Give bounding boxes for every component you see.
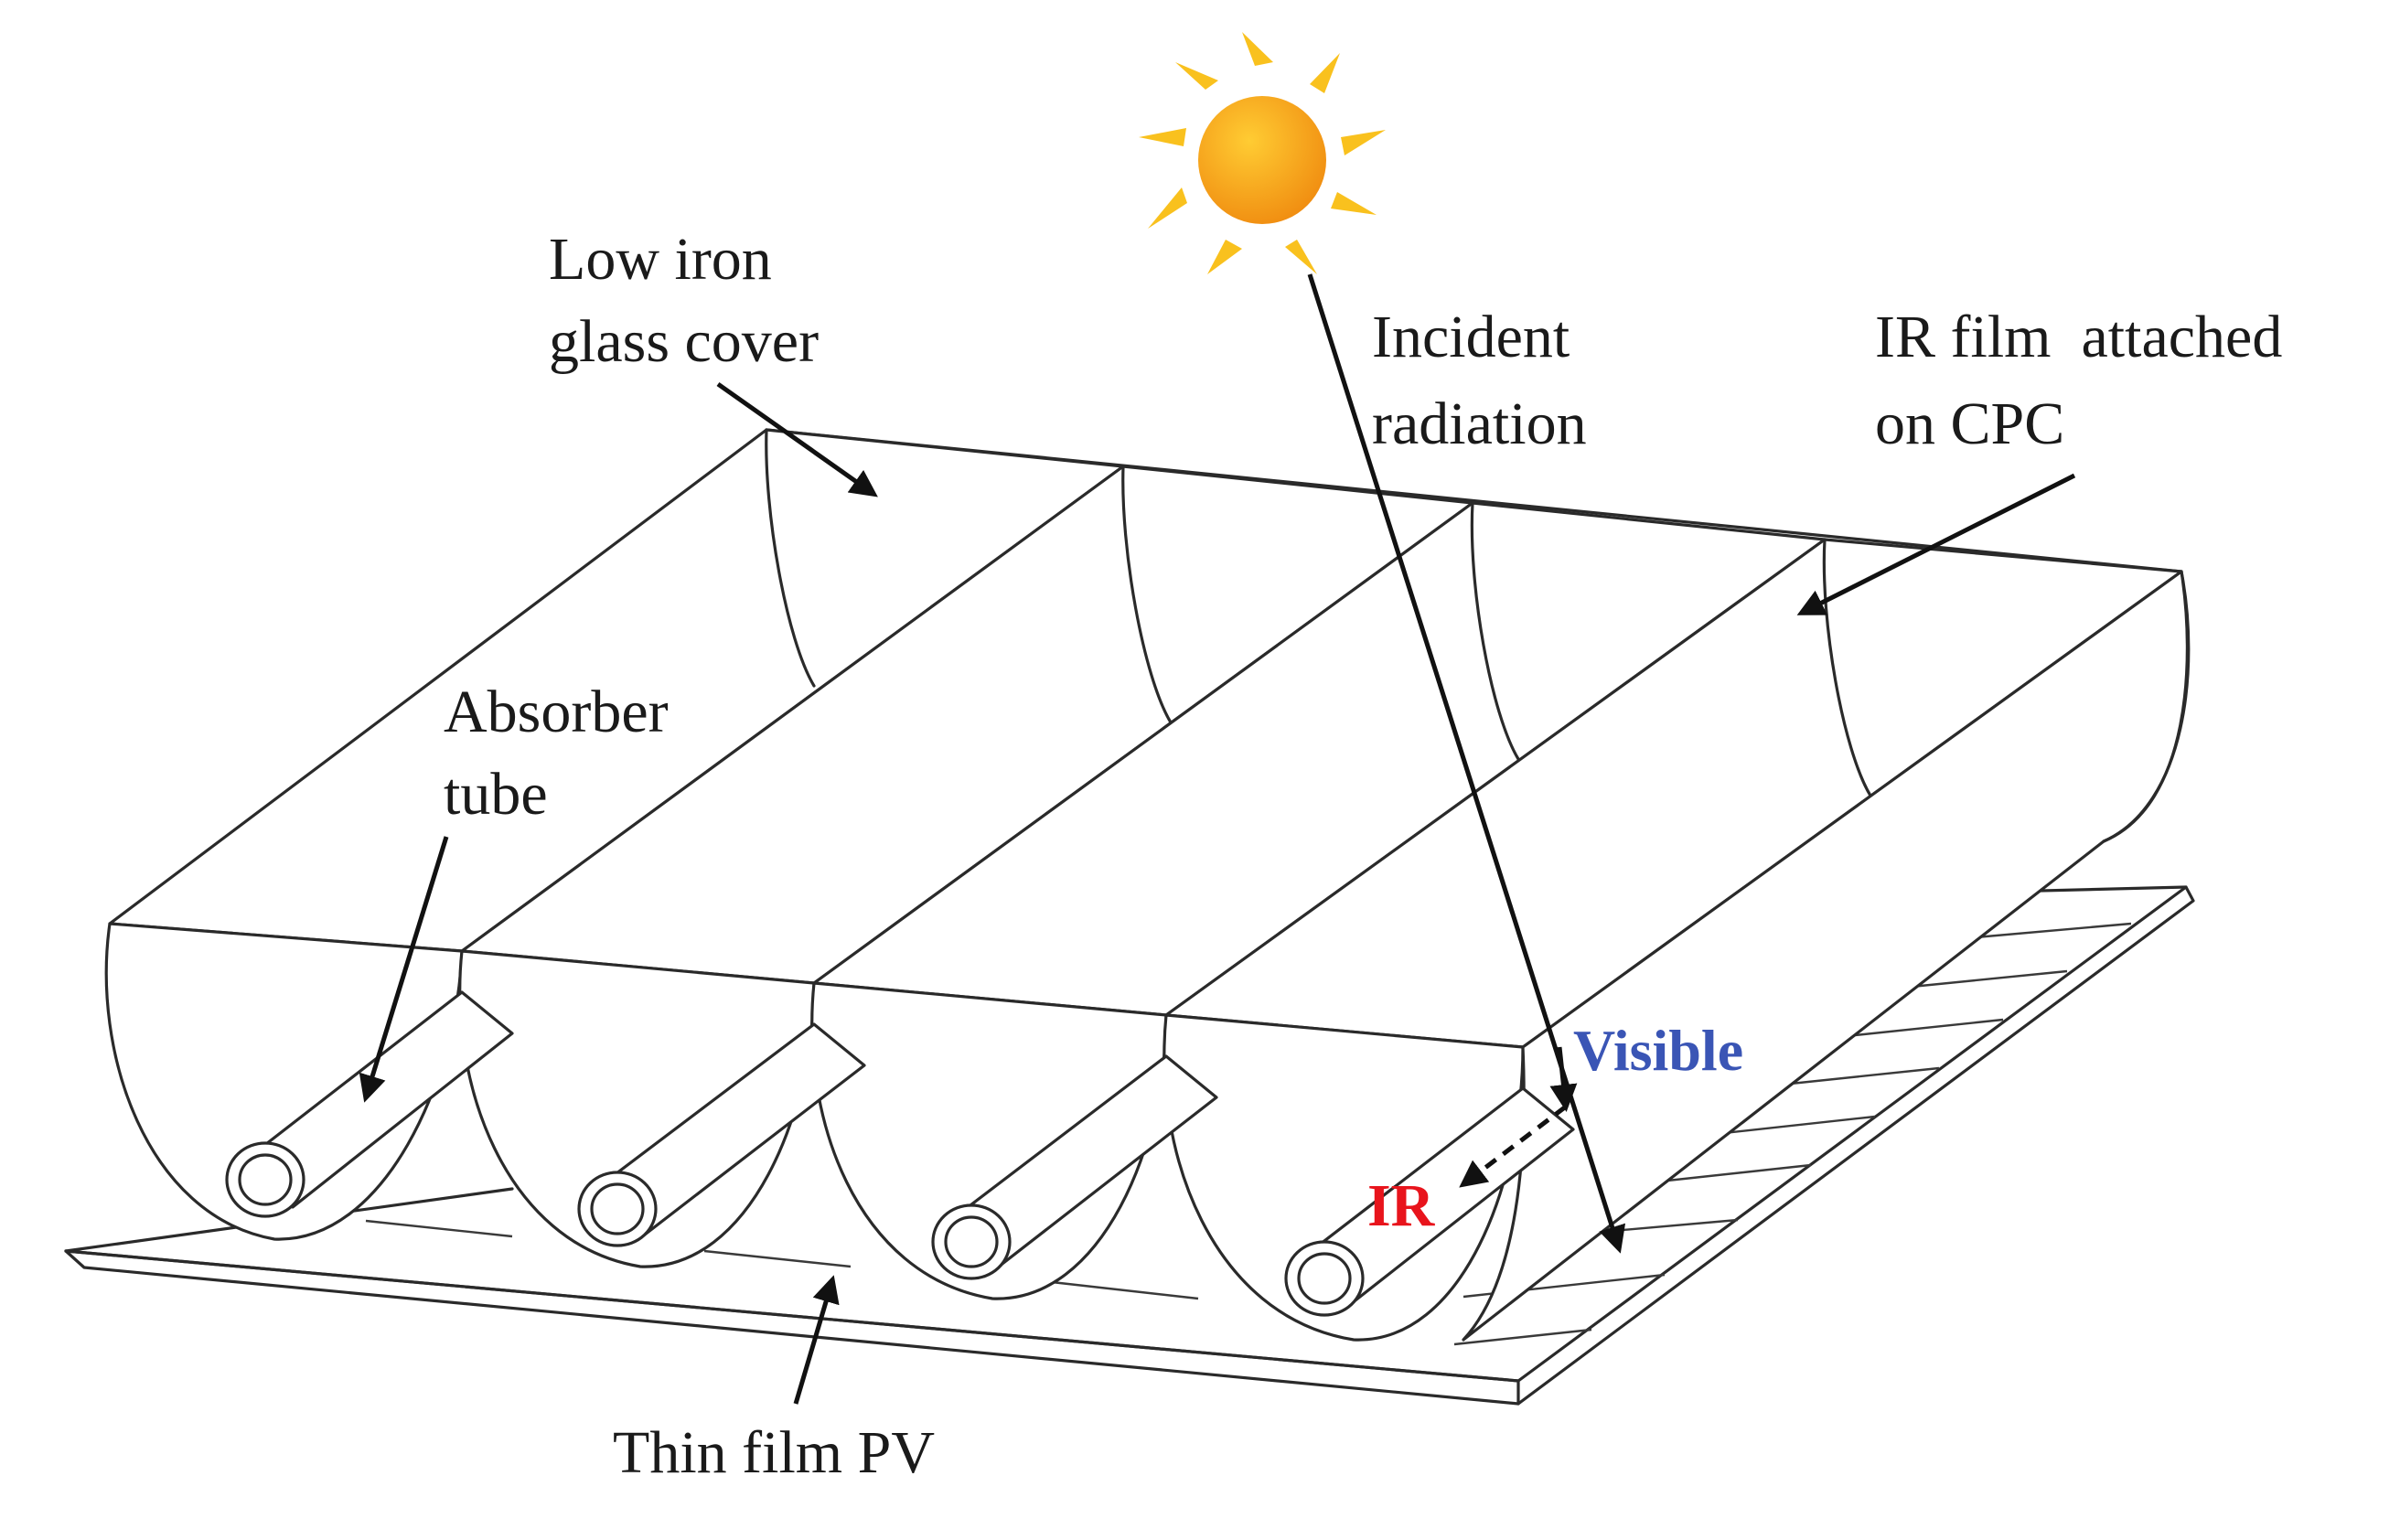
glass-label-line1: Low iron [549,226,772,293]
pv-plate [64,885,2195,1406]
pv-label: Thin film PV [613,1419,935,1486]
sun-icon [1139,32,1386,274]
absorber-tube-3 [931,1054,1218,1280]
irfilm-label-line2: on CPC [1875,390,2064,457]
absorber-label-line1: Absorber [444,679,669,745]
irfilm-arrow [1796,473,2076,615]
pv-grid [365,922,2132,1346]
glass-label-line2: glass cover [549,308,819,375]
absorber-tube-4 [1284,1086,1575,1317]
visible-label: Visible [1573,1018,1743,1083]
irfilm-label-line1: IR film attached [1875,304,2282,370]
absorber-arrow [359,836,449,1103]
visible-arrow [1549,1046,1578,1112]
incident-label-line1: Incident [1372,304,1570,370]
cpc-collector [104,428,2191,1342]
pv-arrow [793,1275,840,1405]
glass-arrow [716,381,878,497]
absorber-label-line2: tube [444,761,548,828]
absorber-tube-2 [577,1022,866,1247]
incident-label-line2: radiation [1372,390,1587,457]
ir-label: IR [1367,1172,1436,1239]
